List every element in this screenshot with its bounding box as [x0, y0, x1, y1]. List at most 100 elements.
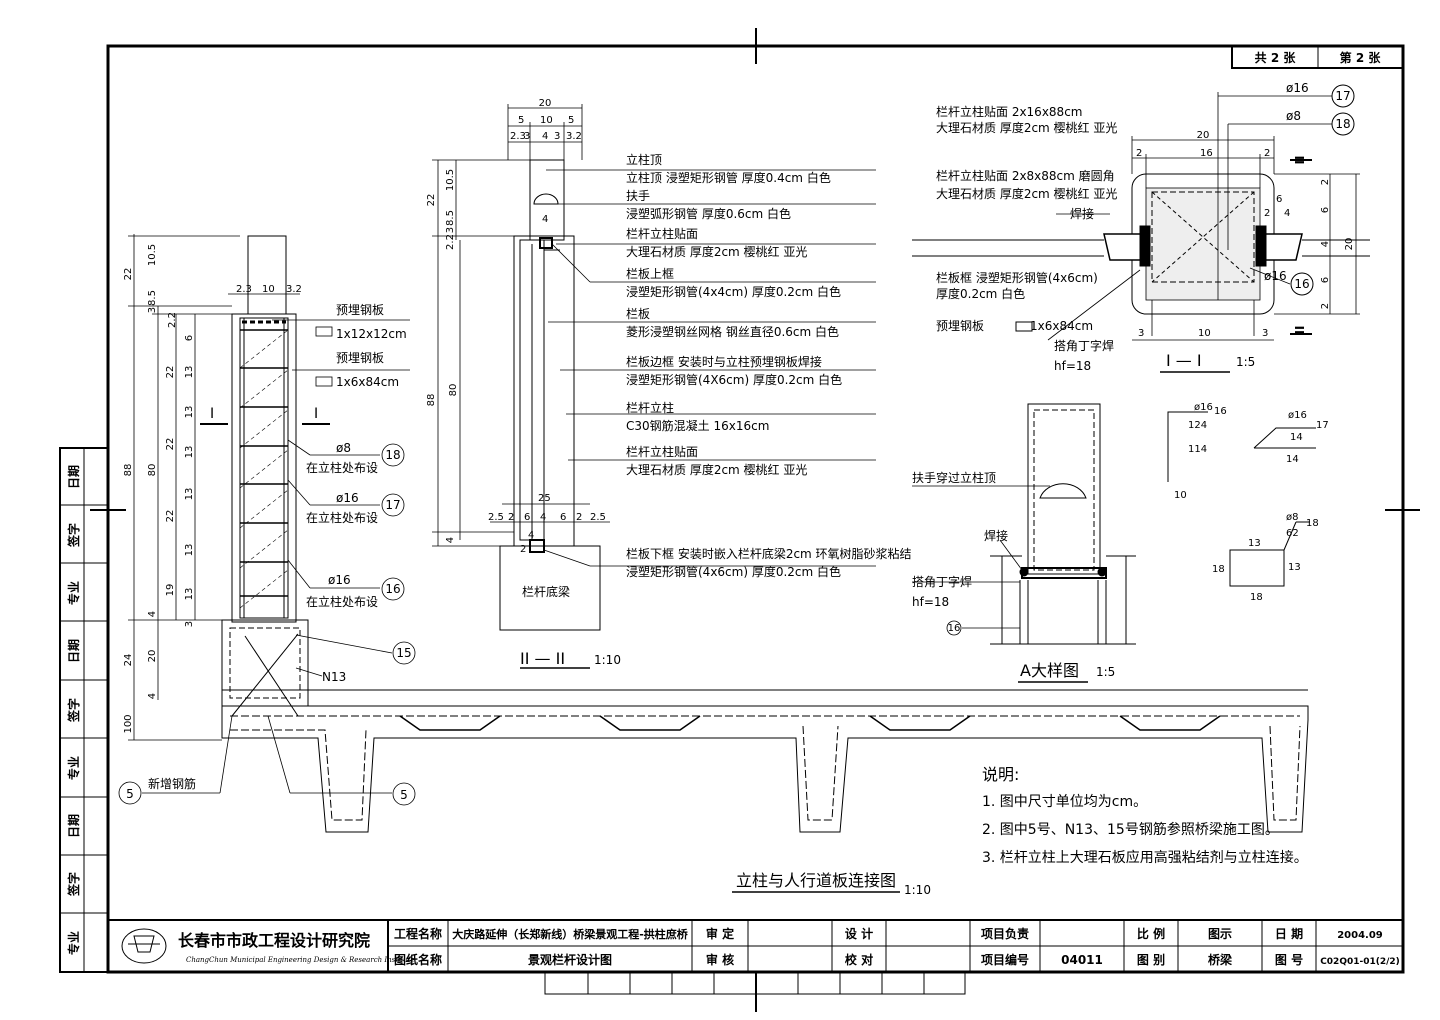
dA-hf: hf=18: [912, 595, 949, 609]
s2-lbl4-desc: 浸塑矩形钢管(4x4cm) 厚度0.2cm 白色: [626, 284, 841, 299]
s1-plate-spec: 1x6x84cm: [1030, 319, 1093, 333]
s1-lbl1-title: 栏杆立柱贴面 2x16x88cm: [936, 104, 1082, 119]
s1-r-6a: 6: [1320, 207, 1331, 213]
left-view-dims: [128, 234, 240, 741]
s1-frame: 栏板框 浸塑矩形钢管(4x6cm): [936, 270, 1098, 285]
lv-num5b: 5: [400, 788, 408, 802]
s1-title: I — I: [1166, 351, 1202, 370]
lv-r8-title: ø8: [336, 441, 351, 455]
bar16-c: 10: [1174, 490, 1187, 501]
lv-r16b-num: 16: [385, 582, 400, 596]
lv-top-10: 10: [262, 284, 275, 295]
s2-left-22: 22: [426, 194, 437, 207]
lv-top-2-3: 2.3: [236, 284, 252, 295]
s2-small-4: 4: [542, 214, 548, 225]
s1-r16: ø16: [1286, 81, 1309, 95]
bar17-b: 14: [1286, 454, 1299, 465]
s2-small-2: 2: [520, 544, 526, 555]
lv-dim-4b: 4: [147, 693, 158, 699]
strip-date-3: 日期: [66, 814, 81, 838]
lv-r16b-title: ø16: [328, 573, 351, 587]
tb-org: 长春市市政工程设计研究院: [178, 931, 370, 950]
tb-pno-label: 项目编号: [981, 952, 1029, 967]
s2-lbl3-title: 栏杆立柱贴面: [626, 226, 698, 241]
lv-num5a: 5: [126, 787, 134, 801]
bar17-n: 17: [1316, 420, 1329, 431]
s2-lbl2-desc: 浸塑弧形钢管 厚度0.6cm 白色: [626, 206, 791, 221]
strip-date-1: 日期: [66, 465, 81, 489]
dA-weld: 焊接: [984, 528, 1008, 543]
lv-new-rebar: 新增钢筋: [148, 776, 196, 791]
s1-plate: 预埋钢板: [936, 319, 984, 333]
lv-dim-4a: 4: [147, 611, 158, 617]
s2-lbl1-title: 立柱顶: [626, 152, 662, 167]
bar16-b: 114: [1188, 444, 1207, 455]
section-II-dims: [432, 104, 610, 547]
bar16-n: 16: [1214, 406, 1227, 417]
s2-lbl9-desc: 浸塑矩形钢管(4x6cm) 厚度0.2cm 白色: [626, 564, 841, 579]
section-II-drawing: [499, 159, 601, 631]
s2-lbl7-title: 栏杆立柱: [626, 400, 674, 415]
tb-no: C02Q01-01(2/2): [1320, 957, 1400, 967]
section-I-dims: [1131, 136, 1360, 341]
lv-rdim-13e: 13: [184, 544, 195, 557]
s2-lbl3-desc: 大理石材质 厚度2cm 樱桃红 亚光: [626, 244, 807, 259]
s2-bot-6b: 6: [560, 512, 566, 523]
s2-top-10: 10: [540, 115, 553, 126]
lv-plate2-spec: 1x6x84cm: [336, 375, 399, 389]
s2-leaders: [543, 169, 876, 567]
lv-dim-88: 88: [123, 464, 134, 477]
lv-rdim-13b: 13: [184, 406, 195, 419]
s1-r16b: ø16: [1264, 269, 1287, 283]
dA-scale: 1:5: [1096, 665, 1115, 679]
s2-left-88: 88: [426, 394, 437, 407]
bar18-n: 18: [1306, 518, 1319, 529]
note-2: 2. 图中5号、N13、15号钢筋参照桥梁施工图。: [982, 821, 1279, 838]
lv-dim-2-2: 2.2: [167, 312, 178, 328]
s1-scale: 1:5: [1236, 355, 1255, 369]
section-I-left: I: [210, 406, 214, 422]
lv-rdim-3: 3: [184, 621, 195, 627]
s1-top-2a: 2: [1136, 148, 1142, 159]
lv-r8-spec: 在立柱处布设: [306, 460, 378, 475]
main-title: 立柱与人行道板连接图: [736, 871, 896, 890]
s1-b-3a: 3: [1138, 328, 1144, 339]
s1-r-2a: 2: [1320, 179, 1331, 185]
bar18-e: 13: [1288, 562, 1301, 573]
s2-lbl6-title: 栏板边框 安装时与立柱预埋钢板焊接: [626, 354, 822, 369]
tb-ratio: 图示: [1208, 927, 1232, 941]
lv-top-3-2: 3.2: [286, 284, 302, 295]
s2-bot-6a: 6: [524, 512, 530, 523]
tb-drawing-label: 图纸名称: [394, 952, 442, 967]
section-I-right: I: [314, 406, 318, 422]
s2-top-5b: 5: [568, 115, 574, 126]
s2-lbl9-title: 栏板下框 安装时嵌入栏杆底梁2cm 环氧树脂砂浆粘结: [626, 546, 912, 561]
s2-top-3a: 3: [524, 131, 530, 142]
s1-r8: ø8: [1286, 109, 1301, 123]
sheet-current: 第 2 张: [1340, 50, 1382, 65]
s1-in-2: 2: [1264, 208, 1270, 219]
tb-verify: 校 对: [845, 952, 873, 967]
s1-n17: 17: [1335, 89, 1350, 103]
lv-dim-22d: 22: [165, 510, 176, 523]
lv-dim-19: 19: [165, 584, 176, 597]
dA-title: A大样图: [1020, 661, 1079, 680]
s2-beam-label: 栏杆底梁: [522, 584, 570, 599]
lv-r16a-title: ø16: [336, 491, 359, 505]
s1-b-10: 10: [1198, 328, 1211, 339]
strip-date-2: 日期: [66, 639, 81, 663]
s2-top-3-2: 3.2: [566, 131, 582, 142]
s1-r-4: 4: [1320, 241, 1331, 247]
strip-major-1: 专业: [66, 581, 81, 605]
strip-major-2: 专业: [66, 756, 81, 780]
tb-type: 桥梁: [1208, 952, 1232, 967]
detail-A-drawing: [912, 403, 1136, 645]
s1-hf: hf=18: [1054, 359, 1091, 373]
bar17-d: ø16: [1288, 410, 1307, 421]
bar18-c: 18: [1212, 564, 1225, 575]
tb-date-label: 日 期: [1275, 926, 1303, 941]
lv-dim-22a: 22: [123, 268, 134, 281]
s2-top-20: 20: [539, 98, 552, 109]
s1-top-20: 20: [1197, 130, 1210, 141]
s1-in-6: 6: [1276, 194, 1282, 205]
